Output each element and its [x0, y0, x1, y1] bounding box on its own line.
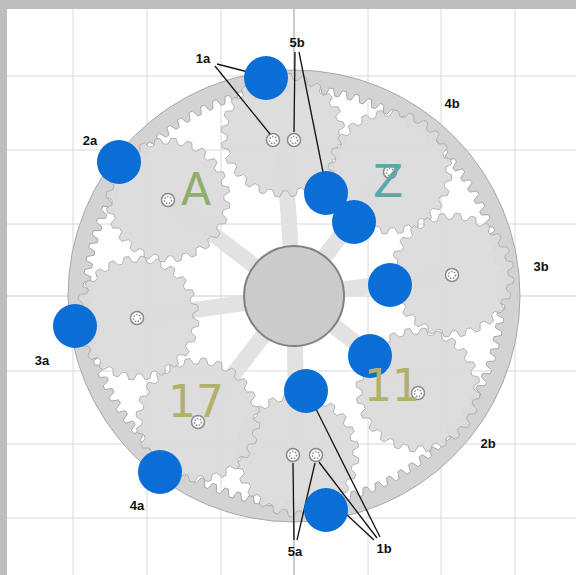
gear-mark: A	[181, 168, 211, 212]
planet-gears	[75, 73, 514, 517]
callout-label: 2a	[83, 134, 97, 147]
sun-gear	[244, 246, 344, 346]
callout-label: 5a	[288, 545, 302, 558]
callout-label: 3b	[533, 260, 548, 273]
gear-mark: Z	[373, 160, 403, 204]
gear-mark: 11	[364, 364, 420, 408]
callout-label: 5b	[289, 36, 304, 49]
callout-label: 4b	[444, 97, 459, 110]
callout-label: 4a	[130, 499, 144, 512]
callout-label: 3a	[35, 354, 49, 367]
callout-label: 2b	[480, 437, 495, 450]
callout-label: 1b	[376, 542, 391, 555]
bearing-holes	[131, 134, 459, 462]
gear-mark: 17	[168, 380, 224, 424]
leader-lines	[215, 52, 380, 540]
callout-label: 1a	[196, 52, 210, 65]
ring-gear	[68, 70, 520, 522]
blue-markers	[53, 56, 412, 532]
